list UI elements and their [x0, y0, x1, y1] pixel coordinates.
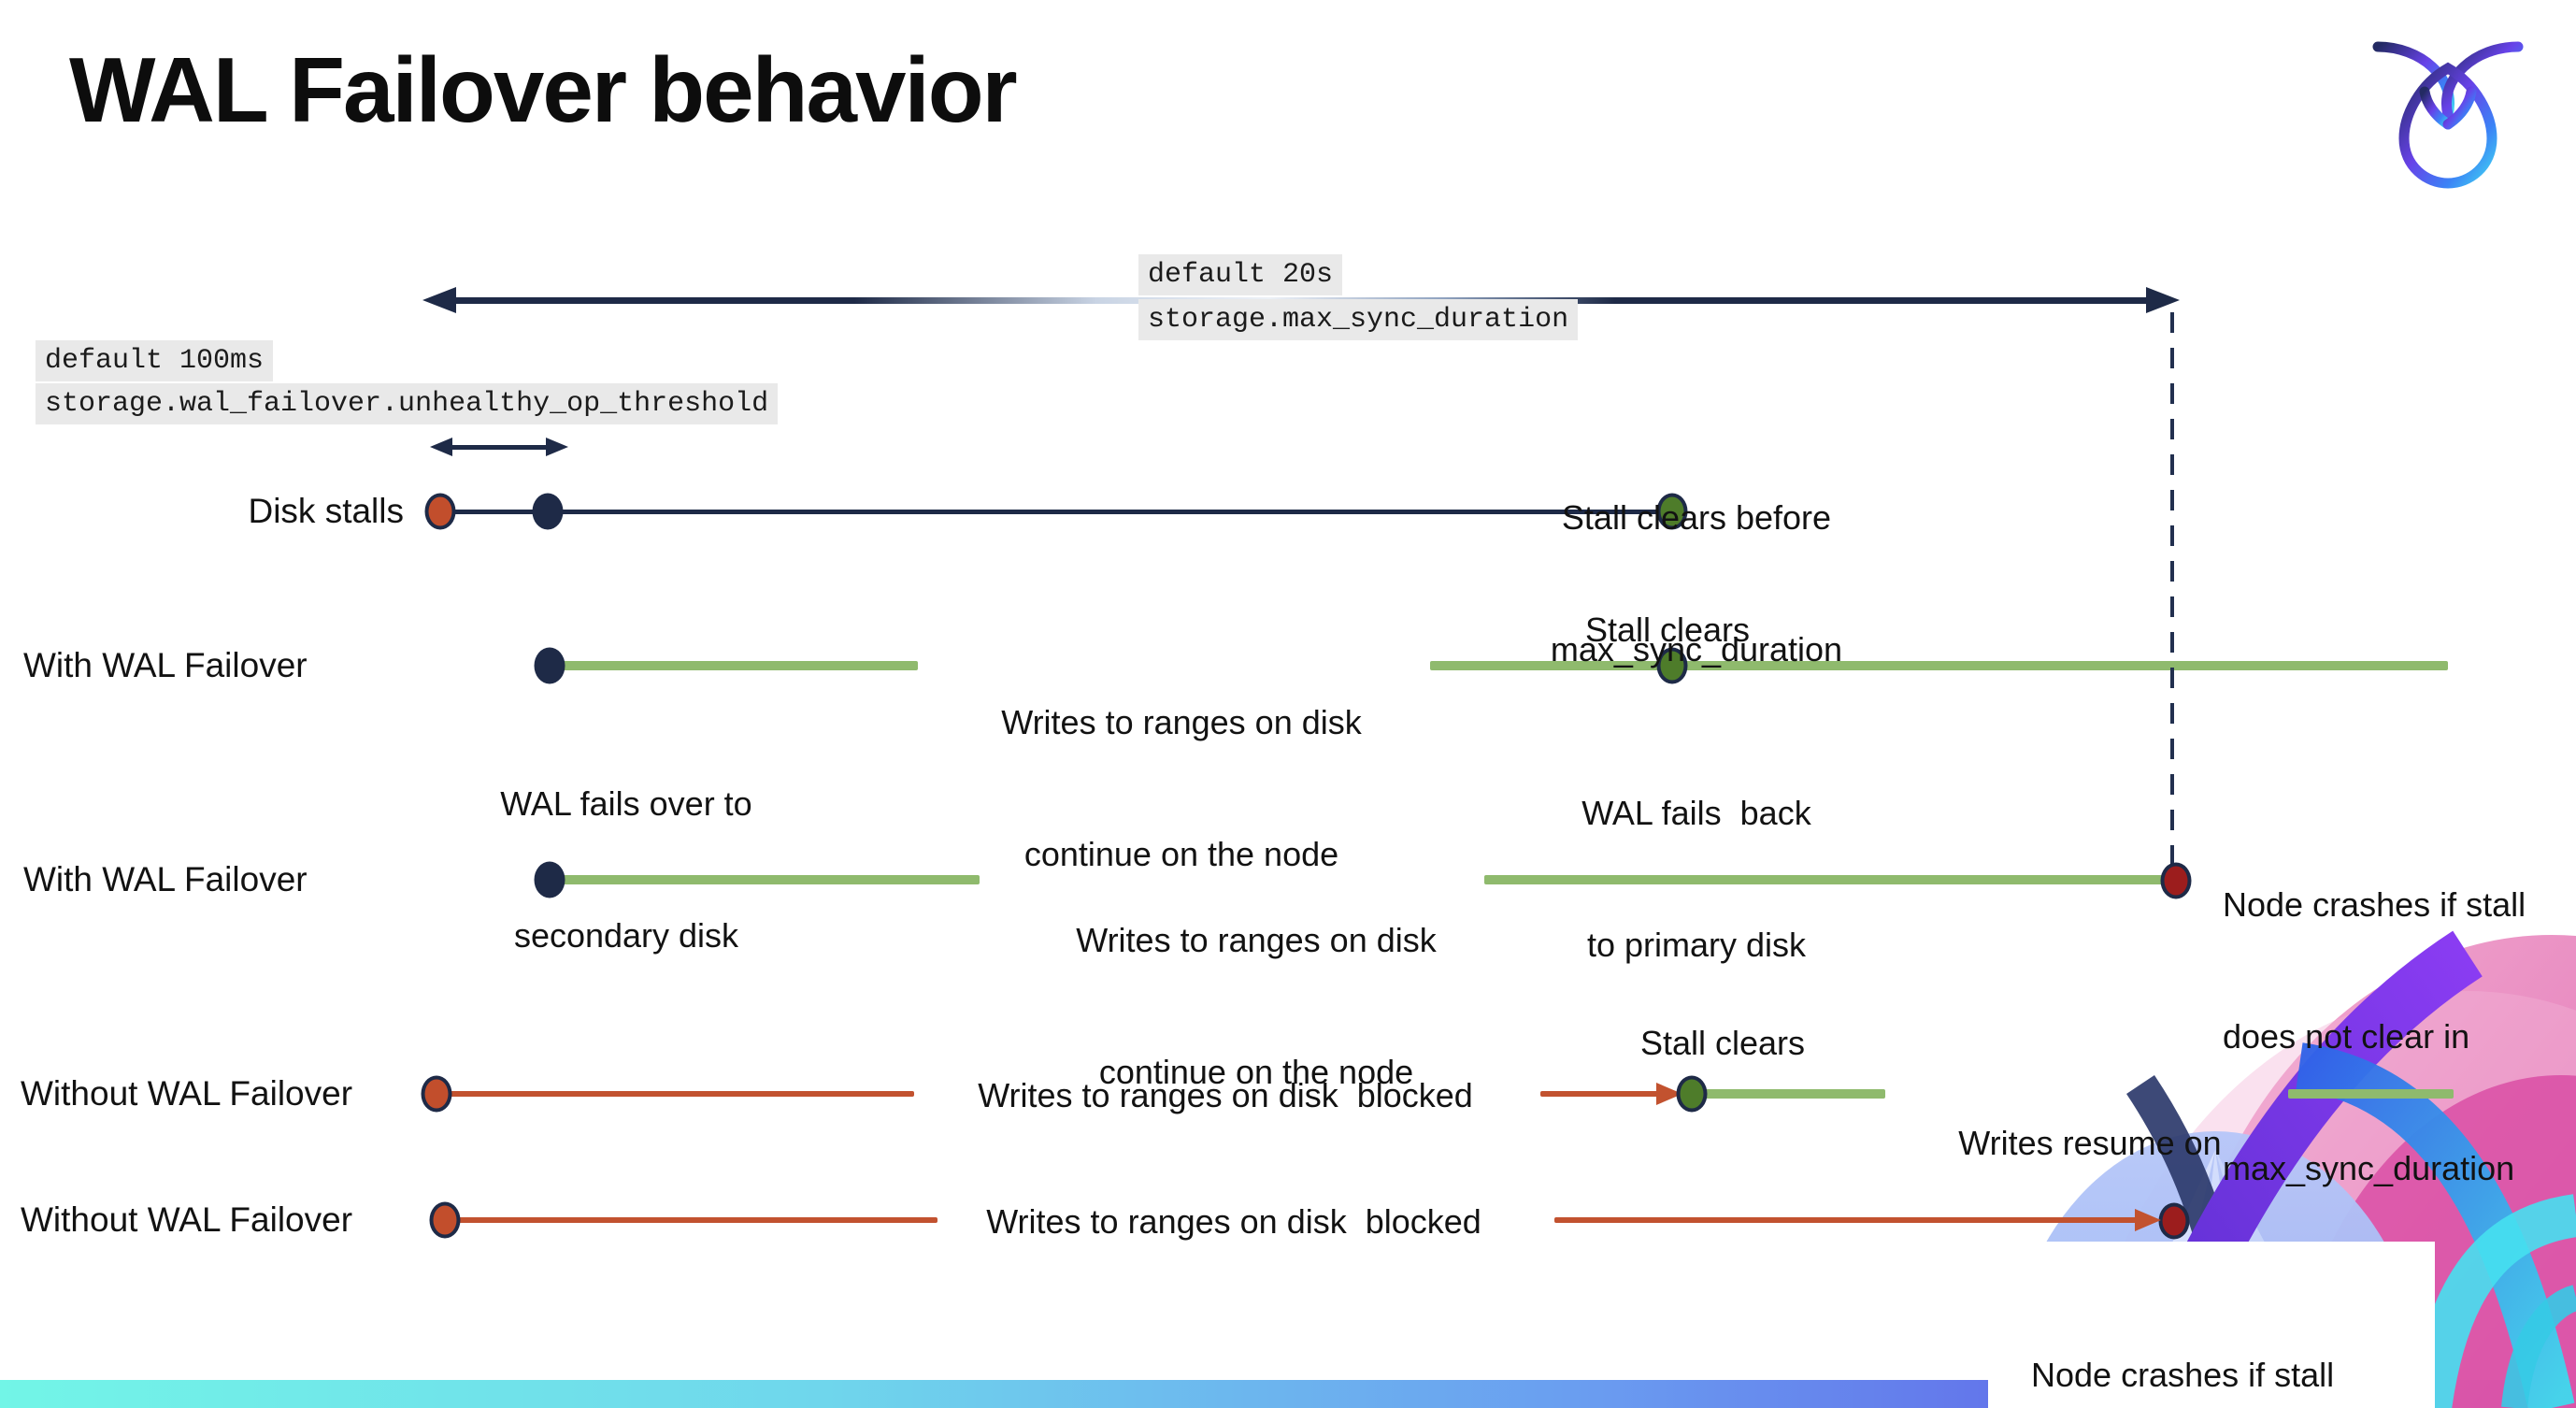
- row-label-without-wal-failover: Without WAL Failover: [21, 1074, 353, 1113]
- row-label-disk-stalls: Disk stalls: [248, 492, 404, 530]
- node-crash-dot: [2160, 862, 2192, 899]
- node-crash-callout: Node crashes if stall does not clear in …: [1988, 1242, 2435, 1408]
- node-crash-note: Node crashes if stall does not clear in …: [2223, 885, 2526, 1187]
- arrowhead-right-icon: [546, 438, 568, 456]
- writes-blocked-line: [449, 1091, 914, 1097]
- threshold-reached-dot: [532, 493, 564, 530]
- stall-start-dot: [429, 1201, 461, 1239]
- writes-blocked-line: [1540, 1091, 1669, 1097]
- failover-secondary-note: WAL fails over to secondary disk: [500, 784, 752, 955]
- arrowhead-left-icon: [430, 438, 452, 456]
- writes-blocked-line: [1554, 1217, 2142, 1223]
- stall-clears-note: Stall clears: [1584, 611, 1751, 649]
- stall-clears-note: Stall clears: [1639, 1024, 1806, 1062]
- writes-continue-line: [1430, 661, 2448, 670]
- art-cyan-arc-inner: [2501, 1285, 2576, 1408]
- page-title: WAL Failover behavior: [69, 38, 1018, 141]
- max-sync-setting-label: storage.max_sync_duration: [1138, 299, 1579, 340]
- stall-clears-dot: [1656, 493, 1688, 530]
- writes-continue-line: [553, 875, 980, 884]
- writes-continue-note: Writes to ranges on disk continue on the…: [1076, 921, 1437, 1091]
- threshold-default-label: default 100ms: [36, 340, 274, 381]
- writes-continue-line: [553, 661, 918, 670]
- node-crash-note: Node crashes if stall does not clear in …: [2031, 1356, 2335, 1394]
- failback-primary-note: WAL fails back to primary disk: [1581, 794, 1811, 964]
- stall-clears-before-note: Stall clears before max_sync_duration: [1550, 498, 1843, 668]
- max-sync-deadline-dashed-line: [2170, 312, 2174, 864]
- art-cyan-arc: [2409, 1194, 2576, 1408]
- row-label-without-wal-failover: Without WAL Failover: [21, 1200, 353, 1239]
- row-label-with-wal-failover: With WAL Failover: [23, 646, 308, 684]
- failover-dot: [534, 647, 565, 684]
- row-label-with-wal-failover: With WAL Failover: [23, 860, 308, 898]
- arrowhead-right-icon: [2146, 287, 2180, 313]
- max-sync-default-label: default 20s: [1138, 254, 1343, 295]
- node-crash-dot: [2158, 1202, 2190, 1240]
- writes-continue-line: [1484, 875, 2172, 884]
- arrowhead-left-icon: [422, 287, 456, 313]
- writes-blocked-line: [458, 1217, 937, 1223]
- threshold-setting-label: storage.wal_failover.unhealthy_op_thresh…: [36, 383, 779, 424]
- writes-continue-note: Writes to ranges on disk continue on the…: [1001, 703, 1362, 873]
- failover-dot: [534, 861, 565, 898]
- stall-start-dot: [421, 1075, 452, 1113]
- disk-stalls-timeline: [440, 510, 1672, 514]
- writes-blocked-note: Writes to ranges on disk blocked: [978, 1076, 1473, 1114]
- writes-resume-line: [1705, 1089, 1885, 1099]
- stall-clears-dot: [1656, 647, 1688, 684]
- stall-start-dot: [424, 493, 456, 530]
- writes-blocked-note: Writes to ranges on disk blocked: [986, 1202, 1481, 1241]
- threshold-span-line: [445, 445, 553, 450]
- writes-resume-line: [2288, 1089, 2454, 1099]
- stall-clears-dot: [1676, 1075, 1708, 1113]
- cockroachdb-logo-icon: [2372, 41, 2524, 189]
- arrowhead-right-icon: [2135, 1209, 2161, 1231]
